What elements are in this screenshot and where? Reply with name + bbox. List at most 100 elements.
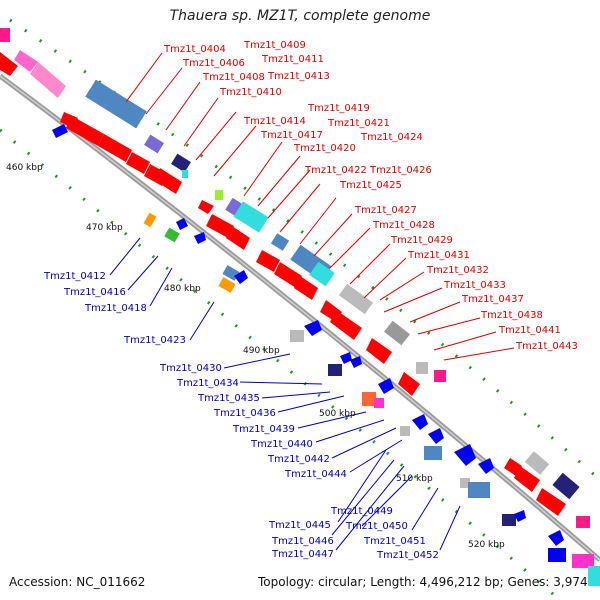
gene-block	[468, 482, 490, 498]
gene-block	[416, 362, 428, 374]
gene-label: Tmz1t_0410	[219, 87, 282, 98]
tick-label: 480 kbp	[164, 284, 201, 294]
callout-lines-top	[125, 52, 515, 361]
gene-block	[374, 398, 384, 408]
reverse-strand-genes	[52, 124, 600, 586]
gene-arrow	[454, 444, 476, 466]
gene-arrow	[30, 62, 66, 98]
gene-label: Tmz1t_0408	[202, 72, 265, 83]
gene-block	[171, 153, 191, 173]
gene-arrow	[350, 356, 362, 368]
gene-label: Tmz1t_0427	[354, 205, 417, 216]
gene-block	[552, 472, 580, 500]
gene-arrow	[330, 310, 362, 340]
gene-label: Tmz1t_0438	[480, 310, 543, 321]
gene-label: Tmz1t_0416	[63, 287, 126, 298]
gene-label: Tmz1t_0428	[372, 220, 435, 231]
gene-arrow	[126, 152, 150, 174]
gene-block	[218, 277, 236, 293]
callout-lines-bottom	[109, 237, 461, 551]
gene-label: Tmz1t_0452	[376, 550, 439, 561]
gene-arrow	[294, 276, 318, 300]
gene-block	[309, 261, 335, 287]
gene-label: Tmz1t_0431	[407, 250, 470, 261]
gene-label: Tmz1t_0430	[159, 363, 222, 374]
gene-block	[270, 233, 290, 251]
gene-arrow	[304, 320, 322, 336]
gene-arrow	[154, 168, 182, 194]
gene-arrow	[234, 270, 248, 284]
gene-block	[384, 320, 410, 346]
gene-label: Tmz1t_0446	[271, 536, 334, 547]
gene-block	[0, 28, 10, 42]
gene-label: Tmz1t_0440	[250, 439, 313, 450]
gene-label: Tmz1t_0451	[363, 536, 426, 547]
gene-arrow	[536, 488, 566, 516]
gene-label: Tmz1t_0450	[345, 521, 408, 532]
gene-block	[460, 478, 470, 488]
gene-label: Tmz1t_0433	[443, 280, 506, 291]
tick-label: 500 kbp	[319, 409, 356, 419]
gene-arrow	[14, 50, 38, 72]
gene-label: Tmz1t_0425	[339, 180, 402, 191]
gene-block	[588, 566, 600, 586]
gene-label: Tmz1t_0435	[197, 393, 260, 404]
gene-label: Tmz1t_0420	[293, 143, 356, 154]
gene-block	[290, 330, 304, 342]
gene-block	[548, 548, 566, 562]
gene-block	[338, 283, 374, 315]
gene-label: Tmz1t_0443	[515, 341, 578, 352]
gene-arrow	[194, 232, 206, 244]
gene-arrow	[478, 458, 494, 474]
gene-label: Tmz1t_0449	[330, 506, 393, 517]
gene-arrow	[398, 372, 420, 396]
gene-arrow	[340, 352, 352, 364]
gene-arrow	[514, 510, 526, 522]
gene-block	[434, 370, 446, 382]
gene-block	[424, 446, 442, 460]
gene-arrow	[66, 116, 104, 146]
gene-arrow	[378, 378, 394, 394]
gene-label: Tmz1t_0409	[243, 40, 306, 51]
gene-arrow	[0, 52, 18, 76]
gene-block	[85, 79, 147, 129]
gene-label: Tmz1t_0434	[176, 378, 239, 389]
gene-block	[225, 197, 243, 217]
gene-arrow	[548, 530, 564, 546]
accession-text: Accession: NC_011662	[9, 575, 146, 589]
gene-block	[164, 227, 180, 243]
gene-arrow	[198, 200, 214, 214]
gene-label: Tmz1t_0432	[426, 265, 489, 276]
tick-label: 490 kbp	[243, 346, 280, 356]
gene-block	[215, 190, 223, 200]
gene-block	[182, 170, 188, 178]
gene-block	[328, 364, 342, 376]
gene-block	[144, 134, 164, 154]
gene-arrow	[256, 250, 280, 272]
tick-label: 510 kbp	[396, 474, 433, 484]
gene-arrow	[226, 226, 250, 250]
gene-block	[576, 516, 590, 528]
gene-label: Tmz1t_0413	[267, 71, 330, 82]
gene-block	[502, 514, 516, 526]
gene-label: Tmz1t_0414	[243, 116, 306, 127]
gene-arrow	[52, 124, 68, 138]
gene-label: Tmz1t_0418	[84, 303, 147, 314]
gene-block	[524, 451, 550, 475]
gene-label: Tmz1t_0437	[461, 294, 524, 305]
gene-block	[143, 212, 157, 228]
gene-block	[362, 392, 376, 406]
gene-block	[572, 554, 594, 568]
gene-label: Tmz1t_0436	[213, 408, 276, 419]
gene-label: Tmz1t_0406	[182, 58, 245, 69]
forward-gene-labels: Tmz1t_0404 Tmz1t_0409 Tmz1t_0406 Tmz1t_0…	[163, 40, 578, 352]
gene-label: Tmz1t_0442	[267, 454, 330, 465]
gene-block	[400, 426, 410, 436]
position-ticks: 460 kbp 470 kbp 480 kbp 490 kbp 500 kbp …	[6, 163, 505, 550]
gene-arrow	[514, 466, 540, 492]
gene-label: Tmz1t_0424	[360, 132, 423, 143]
gene-label: Tmz1t_0444	[284, 469, 347, 480]
gene-label: Tmz1t_0445	[268, 520, 331, 531]
gene-arrow	[412, 414, 428, 430]
